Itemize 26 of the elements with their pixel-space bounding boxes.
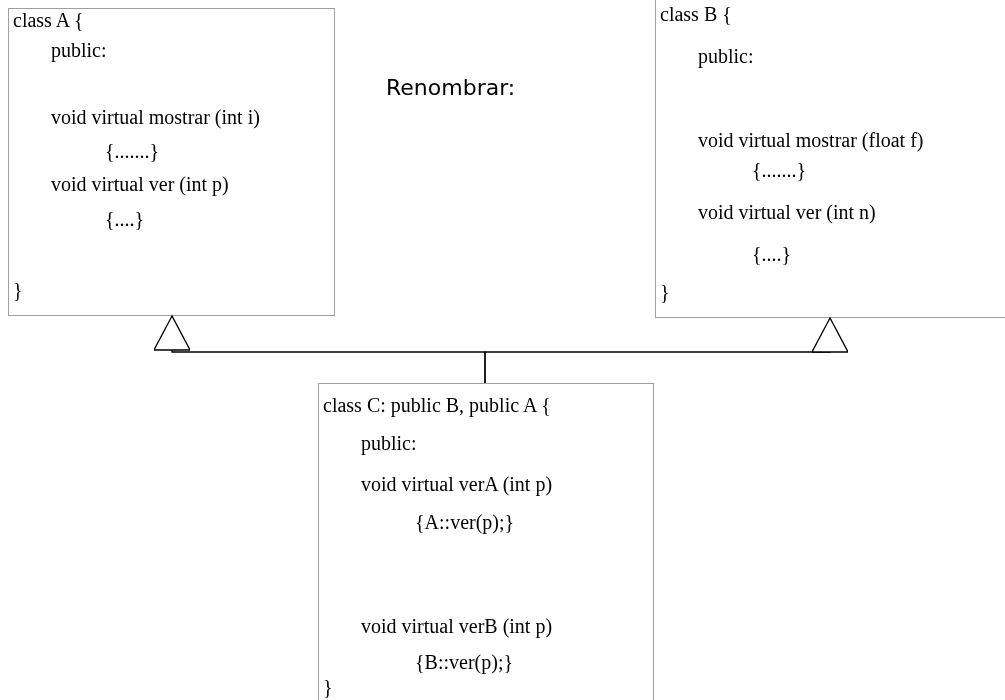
class-box bbox=[318, 383, 654, 700]
code-line: public: bbox=[361, 432, 417, 454]
code-line: public: bbox=[51, 39, 107, 61]
class-box bbox=[8, 8, 335, 316]
code-line: class B { bbox=[660, 3, 732, 25]
code-line: class A { bbox=[13, 9, 84, 31]
code-line: {.......} bbox=[105, 140, 160, 162]
code-line: void virtual verA (int p) bbox=[361, 473, 553, 495]
code-line: void virtual mostrar (float f) bbox=[698, 129, 924, 151]
code-line: void virtual verB (int p) bbox=[361, 615, 553, 637]
code-line: public: bbox=[698, 45, 754, 67]
inheritance-arrow bbox=[484, 317, 849, 384]
code-line: {....} bbox=[105, 208, 145, 230]
class-box bbox=[655, 0, 1005, 318]
code-line: void virtual mostrar (int i) bbox=[51, 106, 260, 128]
code-line: void virtual ver (int n) bbox=[698, 201, 876, 223]
code-line: {....} bbox=[752, 243, 792, 265]
code-line: {B::ver(p);} bbox=[415, 651, 514, 673]
code-line: } bbox=[660, 281, 670, 303]
code-line: {.......} bbox=[752, 159, 807, 181]
code-line: class C: public B, public A { bbox=[323, 394, 551, 416]
code-line: } bbox=[13, 279, 23, 301]
code-line: void virtual ver (int p) bbox=[51, 173, 229, 195]
annotation-text: Renombrar: bbox=[386, 75, 516, 101]
code-line: {A::ver(p);} bbox=[415, 511, 515, 533]
code-line: } bbox=[323, 676, 333, 698]
